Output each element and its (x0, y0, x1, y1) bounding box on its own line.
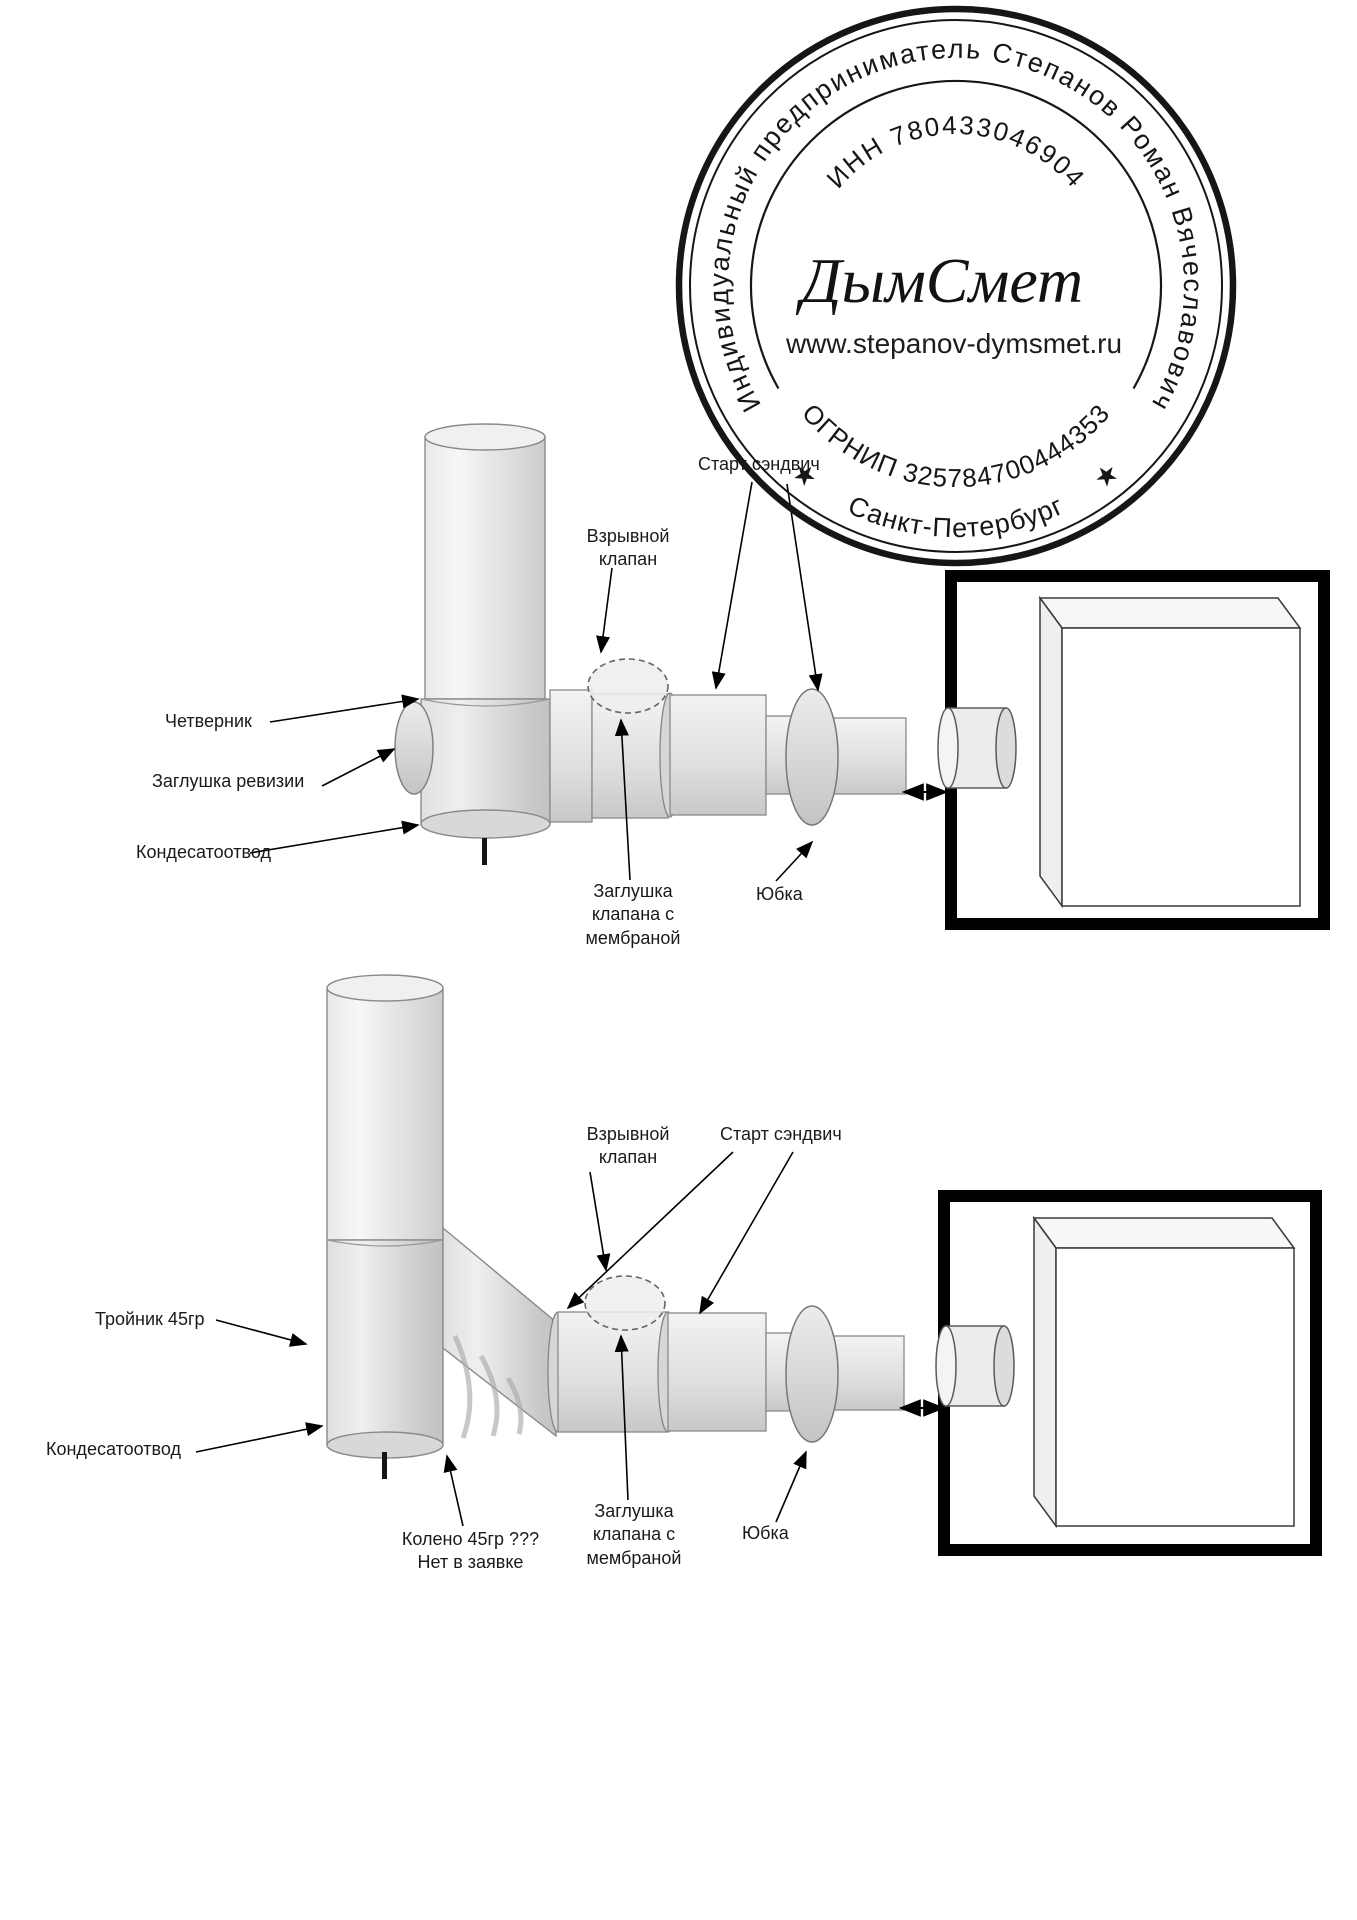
sandwich-segment (667, 1312, 767, 1432)
vertical-pipe-top (326, 974, 444, 1002)
sandwich-segment (669, 694, 767, 816)
bottom-assembly-drawing (195, 974, 1322, 1556)
label-chetvernik: Четверник (165, 711, 252, 731)
label-kondesatootvod: Кондесатоотвод (136, 842, 271, 862)
condensate-drain-stub (382, 1452, 387, 1479)
label-koleno: Колено 45гр ??? Нет в заявке (401, 1529, 540, 1573)
label-start-sandwich-2: Старт сэндвич (720, 1124, 842, 1144)
tee-bottom-cap (420, 809, 551, 839)
label-zaglushka-klapana: Заглушка клапана с мембраной (585, 881, 681, 948)
coupling-segment (549, 689, 593, 823)
label-yubka-2: Юбка (742, 1523, 789, 1543)
explosion-valve-membrane (587, 658, 669, 714)
label-zaglushka-revizii: Заглушка ревизии (152, 771, 305, 791)
tee-body (420, 698, 551, 825)
skirt-flange (785, 688, 839, 826)
vertical-pipe (424, 436, 546, 700)
through-wall-pipe (935, 1325, 1015, 1407)
valve-segment (591, 693, 669, 819)
tee45-body (326, 1239, 444, 1446)
label-yubka: Юбка (756, 884, 803, 904)
top-assembly-drawing (249, 423, 1330, 930)
bottom-leader-arrows (195, 1151, 807, 1527)
label-vzryvnoy-klapan-2: Взрывной клапан (586, 1124, 670, 1168)
wall-box (1032, 1215, 1296, 1529)
explosion-valve-membrane (584, 1275, 666, 1331)
vertical-pipe-top (424, 423, 546, 451)
wall-box (1038, 595, 1302, 909)
through-wall-pipe (937, 707, 1017, 789)
vertical-pipe (326, 987, 444, 1241)
elbow-shading (452, 1334, 524, 1439)
label-zaglushka-klapana-2: Заглушка клапана с мембраной (586, 1501, 682, 1568)
revision-cap (394, 701, 434, 795)
label-kondesatootvod-2: Кондесатоотвод (46, 1439, 181, 1459)
condensate-drain-stub (482, 838, 487, 865)
branch-45 (442, 1226, 557, 1438)
wall-entry-segment (827, 1335, 905, 1411)
valve-segment (557, 1311, 669, 1433)
skirt-flange (785, 1305, 839, 1443)
label-troynik: Тройник 45гр (95, 1309, 205, 1329)
wall-entry-segment (827, 717, 907, 795)
label-vzryvnoy-klapan: Взрывной клапан (586, 526, 670, 570)
label-start-sandwich: Старт сэндвич (698, 454, 820, 474)
